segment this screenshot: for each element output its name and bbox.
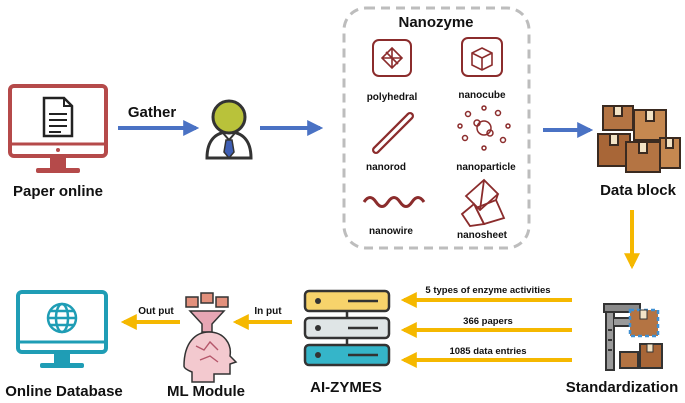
paper-monitor-icon <box>8 84 108 173</box>
nanozyme-type-nanorod: nanorod <box>366 162 406 173</box>
online-database-monitor-icon <box>16 290 108 368</box>
online-database-label: Online Database <box>5 383 123 400</box>
nanoparticle-icon <box>457 105 511 151</box>
gather-label: Gather <box>128 104 177 121</box>
nanowire-icon <box>362 196 426 208</box>
stat-data-entries: 1085 data entries <box>449 346 526 357</box>
nanozyme-type-nanoparticle: nanoparticle <box>456 162 516 173</box>
ai-zymes-label: AI-ZYMES <box>310 379 382 396</box>
document-icon <box>42 96 74 138</box>
nanocube-icon <box>461 37 503 77</box>
standardization-caliper-icon <box>603 303 663 371</box>
globe-icon <box>46 302 78 334</box>
nanorod-icon <box>372 112 414 154</box>
out-put-label: Out put <box>138 306 174 317</box>
data-block-label: Data block <box>600 182 677 199</box>
standardization-label: Standardization <box>566 379 679 396</box>
nanozyme-type-nanosheet: nanosheet <box>457 230 508 241</box>
nanozyme-type-polyhedral: polyhedral <box>367 92 418 103</box>
stat-enzyme-activities: 5 types of enzyme activities <box>425 285 550 296</box>
nanozyme-type-nanocube: nanocube <box>458 90 506 101</box>
ai-zymes-server-icon <box>303 289 391 367</box>
nanozyme-type-nanowire: nanowire <box>369 226 413 237</box>
ml-module-icon <box>183 292 238 383</box>
paper-online-label: Paper online <box>13 183 103 200</box>
stat-papers: 366 papers <box>463 316 513 327</box>
in-put-label: In put <box>254 306 282 317</box>
data-block-boxes-icon <box>597 105 681 173</box>
user-icon <box>205 99 253 160</box>
nanosheet-icon <box>460 178 506 227</box>
polyhedral-icon <box>372 39 412 77</box>
ml-module-label: ML Module <box>167 383 245 400</box>
nanozyme-title: Nanozyme <box>398 14 473 31</box>
